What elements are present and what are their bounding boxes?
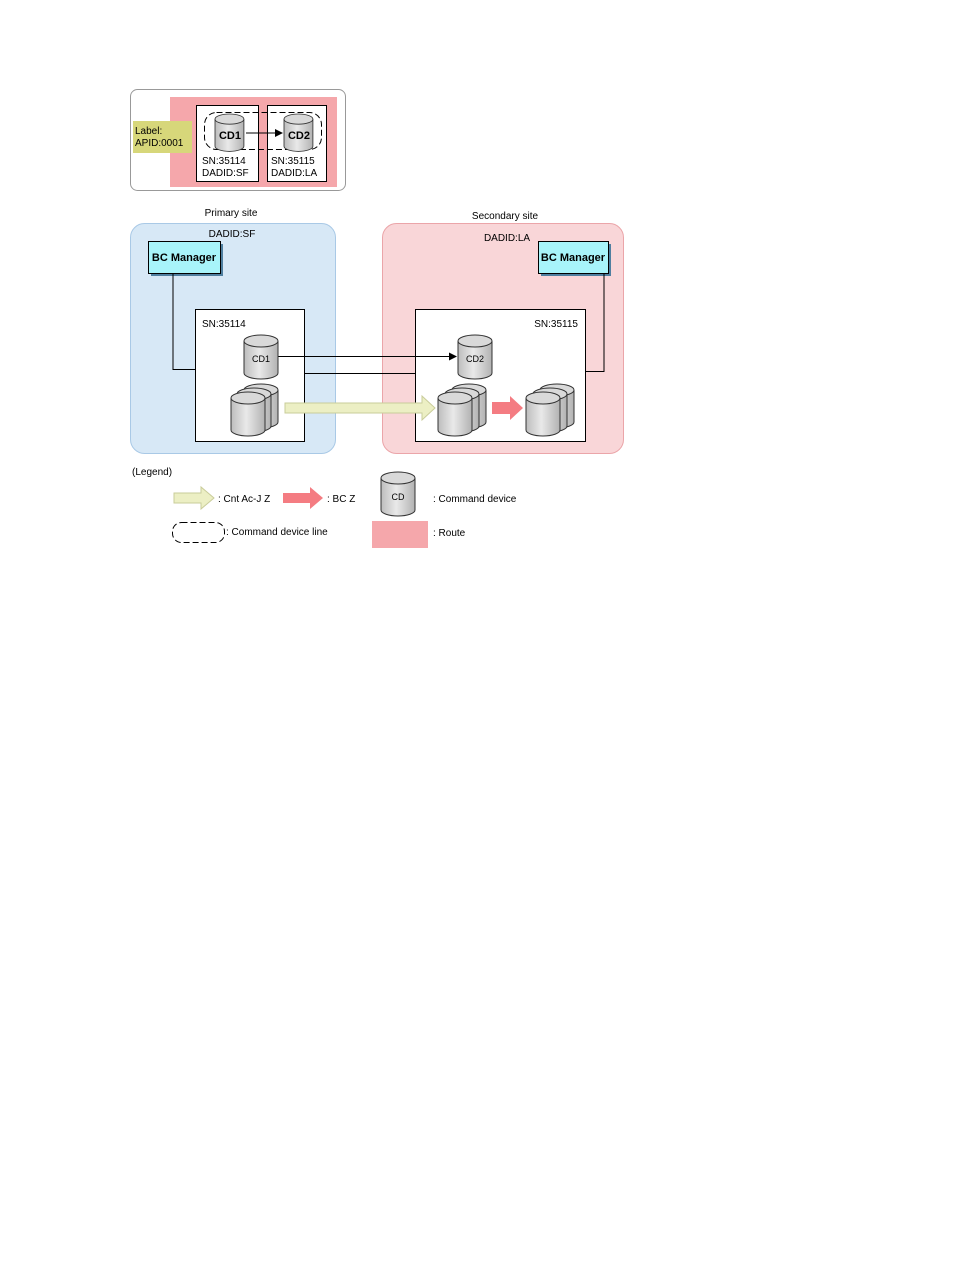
legend-cnt-acj-arrow <box>174 487 214 509</box>
legend-command-device-label: : Command device <box>433 494 517 505</box>
primary-cd1-label: CD1 <box>252 354 270 364</box>
inset-left-dadid: DADID:SF <box>202 168 249 179</box>
secondary-dadid: DADID:LA <box>484 233 530 244</box>
primary-bc-manager: BC Manager <box>149 242 224 277</box>
inset-label-line2: APID:0001 <box>135 138 184 149</box>
legend-cnt-acj-label: : Cnt Ac-J Z <box>218 494 270 505</box>
secondary-bc-manager-label: BC Manager <box>541 252 606 264</box>
legend-command-device-line-symbol <box>173 523 225 543</box>
secondary-cd2-label: CD2 <box>466 354 484 364</box>
inset-left-sn: SN:35114 <box>202 156 246 167</box>
inset-panel: CD1 CD2 Label: APID:0001 SN:35114 DADID:… <box>131 90 346 191</box>
legend-route-swatch <box>372 521 428 548</box>
legend-cd-symbol: CD <box>392 492 405 502</box>
secondary-sn: SN:35115 <box>534 319 578 330</box>
secondary-site-title: Secondary site <box>472 211 539 222</box>
legend-command-device-line-label: : Command device line <box>226 527 328 538</box>
inset-cd2-label: CD2 <box>288 130 310 142</box>
primary-sn: SN:35114 <box>202 319 246 330</box>
inset-label-line1: Label: <box>135 126 162 137</box>
inset-cd1-label: CD1 <box>219 130 241 142</box>
inset-right-dadid: DADID:LA <box>271 168 317 179</box>
legend-title: (Legend) <box>132 467 172 478</box>
primary-site-title: Primary site <box>205 208 258 219</box>
legend-bcz-arrow <box>283 487 323 509</box>
secondary-bc-manager: BC Manager <box>539 242 612 277</box>
inset-right-sn: SN:35115 <box>271 156 315 167</box>
legend-bcz-label: : BC Z <box>327 494 355 505</box>
legend-route-label: : Route <box>433 528 466 539</box>
primary-bc-manager-label: BC Manager <box>152 252 217 264</box>
primary-dadid: DADID:SF <box>209 229 256 240</box>
